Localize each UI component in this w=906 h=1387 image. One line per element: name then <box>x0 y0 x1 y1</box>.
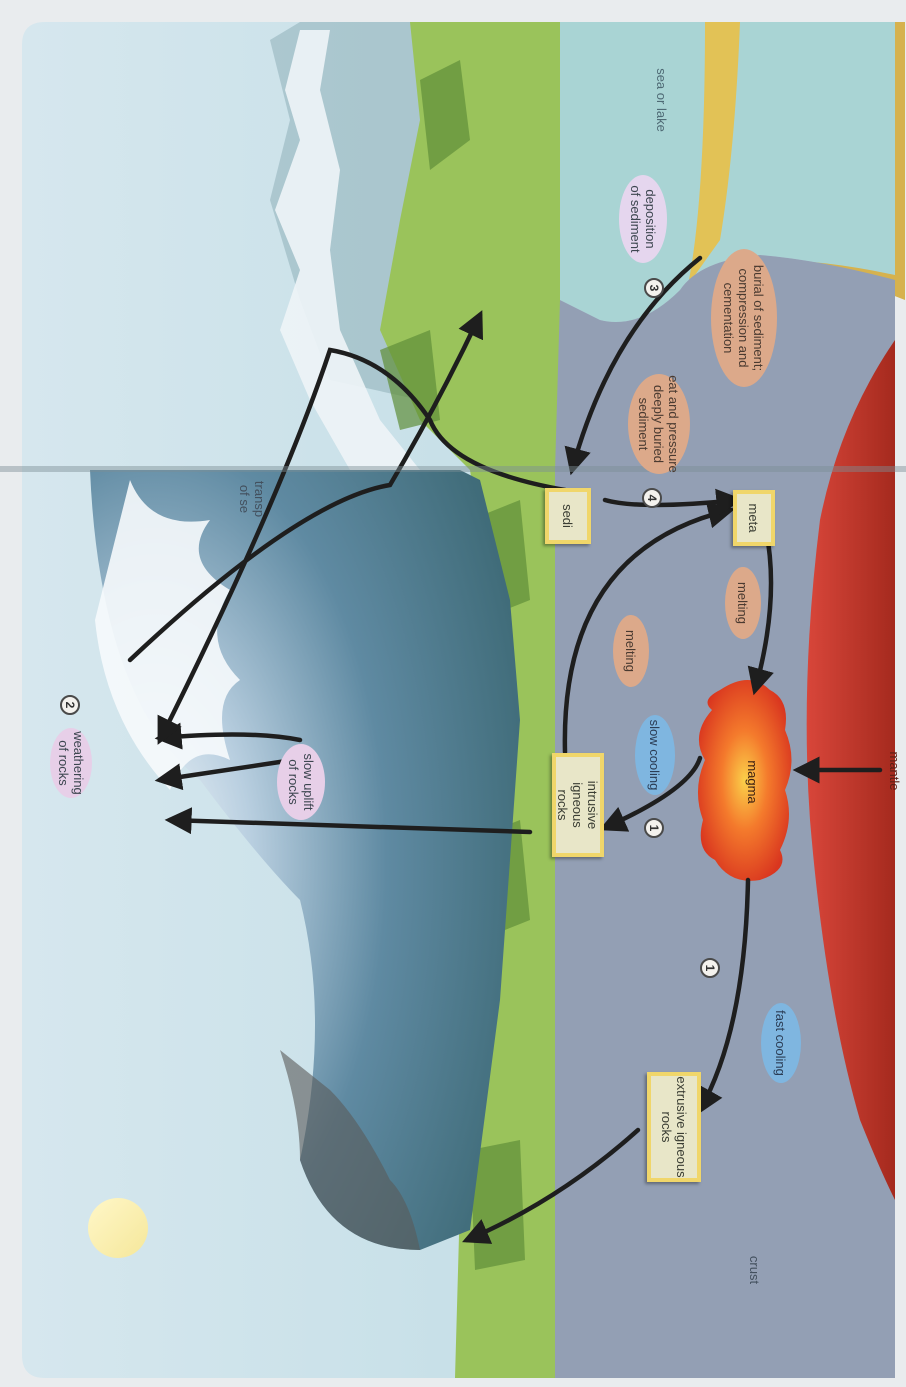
label-slow-cooling: slow cooling <box>635 715 675 795</box>
label-burial: burial of sediment; compression and ceme… <box>711 249 777 387</box>
label-heat-pressure: eat and pressure deeply buried sediment <box>628 374 690 474</box>
label-weathering: weathering of rocks <box>50 728 92 798</box>
label-melting-1: melting <box>613 615 649 687</box>
step-2-marker: 2 <box>60 695 80 715</box>
box-metamorphic: meta <box>733 490 775 546</box>
label-sea-or-lake: sea or lake <box>651 55 673 145</box>
page-gutter <box>0 466 906 472</box>
box-intrusive-igneous: intrusive igneous rocks <box>552 753 604 857</box>
step-3-marker: 3 <box>644 278 664 298</box>
step-4-marker: 4 <box>642 488 662 508</box>
box-sediment: sedi <box>545 488 591 544</box>
step-1-extrusive: 1 <box>700 958 720 978</box>
label-crust: crust <box>743 1245 767 1295</box>
label-magma: magma <box>741 752 765 812</box>
sun <box>88 1198 148 1258</box>
step-1-intrusive: 1 <box>644 818 664 838</box>
label-slow-uplift: slow uplift of rocks <box>277 744 325 820</box>
label-fast-cooling: fast cooling <box>761 1003 801 1083</box>
box-extrusive-igneous: extrusive igneous rocks <box>647 1072 701 1182</box>
label-melting-2: melting <box>725 567 761 639</box>
label-transport: transp of se <box>235 475 269 523</box>
label-deposition: deposition of sediment <box>619 175 667 263</box>
label-mantle: mantle <box>884 741 906 801</box>
